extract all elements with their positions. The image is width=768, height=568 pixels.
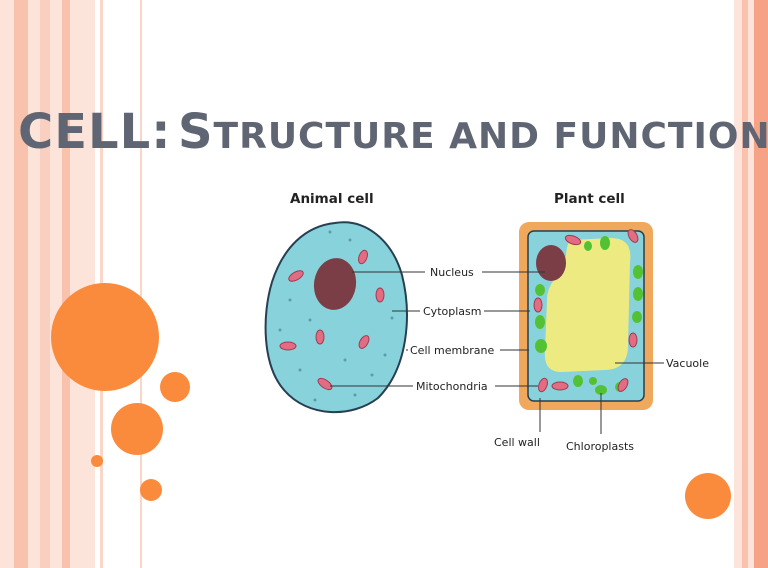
title-first-word: CELL:: [18, 104, 172, 160]
label-cell-wall: Cell wall: [494, 436, 540, 449]
plant-vacuole: [544, 238, 631, 372]
label-cytoplasm: Cytoplasm: [423, 305, 481, 318]
left-stripe-2: [40, 0, 50, 568]
label-mitochondria: Mitochondria: [416, 380, 488, 393]
animal-nucleus: [313, 258, 357, 310]
mitochondrion: [288, 270, 304, 282]
animal-cell-heading: Animal cell: [290, 191, 374, 207]
mitochondrion: [551, 381, 569, 391]
mitochondrion: [375, 287, 385, 303]
plant-cell-heading: Plant cell: [554, 191, 625, 207]
plant-cell: [519, 222, 653, 410]
chloroplast: [584, 241, 592, 251]
decor-circle-small-2: [140, 479, 162, 501]
decor-circle-right: [685, 473, 731, 519]
chloroplast: [535, 339, 547, 353]
decor-circle-tiny: [91, 455, 103, 467]
animal-cell-body: [264, 221, 408, 414]
plant-chloroplasts: [535, 236, 643, 395]
animal-cytoplasm-dots: [278, 230, 394, 402]
title-initial: S: [177, 104, 214, 160]
chloroplast: [535, 284, 545, 296]
chloroplast: [589, 377, 597, 385]
decor-circle-medium: [111, 403, 163, 455]
title-rest: TRUCTURE AND FUNCTION: [213, 116, 768, 157]
label-chloroplasts: Chloroplasts: [566, 440, 634, 453]
decor-circle-large: [51, 283, 159, 391]
animal-mitochondria: [279, 249, 385, 391]
mitochondrion: [564, 234, 582, 246]
left-stripe-1: [14, 0, 28, 568]
chloroplast: [595, 385, 607, 395]
chloroplast: [633, 265, 643, 279]
left-stripe-3: [62, 0, 70, 568]
chloroplast: [535, 315, 545, 329]
mitochondrion: [627, 229, 639, 243]
plant-mitochondria: [533, 229, 639, 393]
left-stripe-5: [140, 0, 142, 568]
right-stripe-2: [754, 0, 768, 568]
mitochondrion: [533, 297, 543, 313]
mitochondrion: [279, 341, 297, 351]
chloroplast: [632, 311, 642, 323]
cell-diagram: Animal cell Plant cell N: [264, 191, 709, 453]
chloroplast: [573, 375, 583, 387]
plant-nucleus: [536, 245, 566, 281]
label-vacuole: Vacuole: [666, 357, 709, 370]
label-nucleus: Nucleus: [430, 266, 474, 279]
mitochondrion: [358, 335, 370, 349]
mitochondrion: [628, 332, 638, 348]
mitochondrion: [617, 378, 629, 392]
mitochondrion: [315, 329, 325, 345]
chloroplast: [600, 236, 610, 250]
animal-cell: [264, 221, 408, 414]
slide-title: CELL: STRUCTURE AND FUNCTION: [18, 104, 768, 160]
mitochondrion: [358, 249, 368, 265]
decor-circle-small-1: [160, 372, 190, 402]
mitochondrion: [317, 377, 333, 391]
label-cell-membrane: Cell membrane: [410, 344, 494, 357]
right-stripe-1: [742, 0, 748, 568]
chloroplast: [633, 287, 643, 301]
mitochondrion: [538, 377, 548, 393]
